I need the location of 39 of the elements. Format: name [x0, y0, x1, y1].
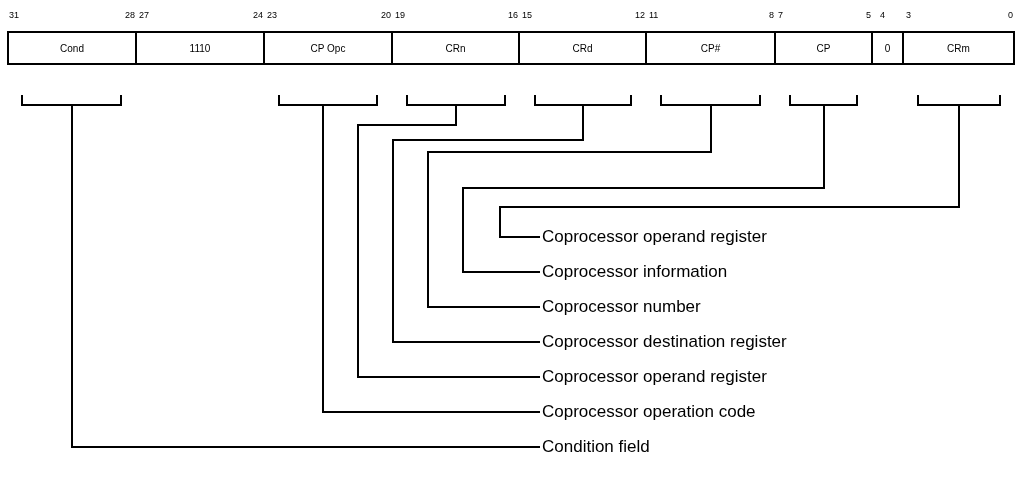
- bit-number: 20: [381, 10, 391, 21]
- bit-number: 16: [508, 10, 518, 21]
- leader-line: [278, 94, 541, 413]
- bit-number: 3: [906, 10, 911, 21]
- bit-number: 0: [1008, 10, 1013, 21]
- bit-number: 11: [649, 10, 659, 21]
- field-description: Coprocessor destination register: [540, 332, 789, 352]
- field-description: Coprocessor operand register: [540, 227, 769, 247]
- leader-line: [427, 94, 761, 308]
- bit-number: 31: [9, 10, 19, 21]
- bit-field-cell: CRd: [518, 31, 647, 65]
- bit-field-cell: CP Opc: [263, 31, 393, 65]
- bit-number: 5: [866, 10, 871, 21]
- bit-number: 19: [395, 10, 405, 21]
- bit-number: 27: [139, 10, 149, 21]
- bit-number: 28: [125, 10, 135, 21]
- field-description: Coprocessor information: [540, 262, 730, 282]
- bit-number: 23: [267, 10, 277, 21]
- bit-number: 15: [522, 10, 532, 21]
- leader-line: [357, 94, 541, 378]
- field-description: Coprocessor operand register: [540, 367, 769, 387]
- bit-field-cell: CP: [774, 31, 873, 65]
- bit-number: 8: [769, 10, 774, 21]
- bit-number: 24: [253, 10, 263, 21]
- bit-field-cell: 0: [871, 31, 904, 65]
- bit-number: 7: [778, 10, 783, 21]
- bit-field-cell: CRm: [902, 31, 1015, 65]
- bit-field-cell: CRn: [391, 31, 520, 65]
- bit-field-cell: 1110: [135, 31, 265, 65]
- field-description: Coprocessor number: [540, 297, 703, 317]
- leader-line: [21, 94, 541, 448]
- field-description: Coprocessor operation code: [540, 402, 758, 422]
- leader-line: [462, 94, 858, 273]
- leader-line: [392, 94, 632, 343]
- leader-line: [499, 94, 1001, 238]
- bit-field-cell: Cond: [7, 31, 137, 65]
- bit-number: 4: [880, 10, 885, 21]
- bit-field-cell: CP#: [645, 31, 776, 65]
- bit-number: 12: [635, 10, 645, 21]
